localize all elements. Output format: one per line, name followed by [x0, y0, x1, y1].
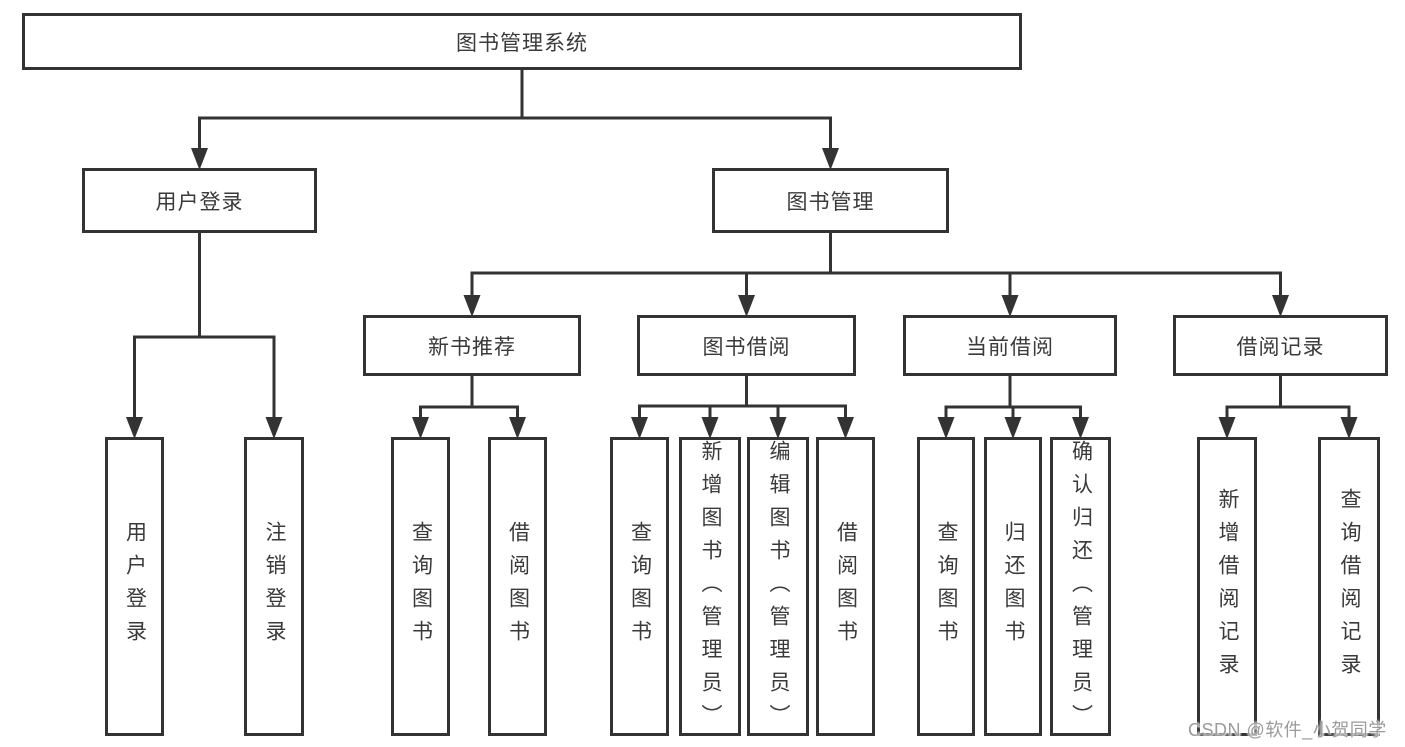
node-label-user-login: 用户登录: [155, 190, 244, 214]
watermark: CSDN @软件_小贺同学: [1188, 720, 1387, 740]
node-label-v-query-book-2: 查询图书: [628, 520, 652, 653]
node-current-borrow: 当前借阅: [903, 315, 1117, 376]
node-v-edit-book: 编辑图书（管理员）: [747, 437, 809, 737]
arrowhead-v-user-login: [126, 417, 143, 439]
node-label-v-query-book-3: 查询图书: [935, 520, 958, 653]
arrowhead-v-logout: [265, 417, 283, 439]
node-label-v-edit-book: 编辑图书（管理员）: [767, 440, 790, 737]
node-v-borrow-book-1: 借阅图书: [488, 437, 547, 736]
node-v-query-record: 查询借阅记录: [1318, 437, 1380, 736]
node-book-borrow: 图书借阅: [637, 315, 856, 376]
arrowhead-v-borrow-book-1: [509, 417, 526, 439]
node-book-mgmt: 图书管理: [712, 168, 949, 233]
arrowhead-new-book-rec: [463, 295, 481, 317]
arrowhead-v-edit-book: [769, 417, 787, 439]
node-v-user-login: 用户登录: [105, 437, 164, 736]
node-label-v-query-record: 查询借阅记录: [1338, 487, 1361, 686]
node-label-book-mgmt: 图书管理: [786, 190, 875, 214]
node-label-v-add-book: 新增图书（管理员）: [699, 440, 722, 737]
node-v-return-book: 归还图书: [984, 437, 1042, 736]
arrowhead-user-login: [191, 148, 208, 170]
node-new-book-rec: 新书推荐: [363, 315, 581, 376]
arrowhead-v-query-book-1: [412, 417, 429, 439]
node-v-query-book-2: 查询图书: [610, 437, 669, 736]
arrowhead-v-query-book-2: [631, 417, 648, 439]
arrowhead-v-query-book-3: [937, 417, 955, 439]
arrowhead-book-mgmt: [822, 148, 839, 170]
node-v-query-book-1: 查询图书: [391, 437, 450, 736]
node-label-v-add-record: 新增借阅记录: [1216, 487, 1239, 686]
node-label-v-confirm-return: 确认归还（管理员）: [1069, 440, 1093, 737]
arrowhead-v-confirm-return: [1072, 417, 1089, 439]
node-label-current-borrow: 当前借阅: [966, 335, 1054, 359]
node-label-new-book-rec: 新书推荐: [428, 335, 516, 359]
arrowhead-v-return-book: [1004, 417, 1022, 439]
node-v-add-book: 新增图书（管理员）: [679, 437, 741, 737]
node-v-logout: 注销登录: [244, 437, 304, 736]
node-label-book-borrow: 图书借阅: [702, 335, 791, 359]
node-label-root: 图书管理系统: [456, 31, 588, 55]
node-label-v-query-book-1: 查询图书: [409, 520, 433, 653]
arrowhead-current-borrow: [1001, 295, 1019, 317]
node-v-confirm-return: 确认归还（管理员）: [1050, 437, 1111, 737]
arrowhead-v-borrow-book-2: [837, 417, 854, 439]
node-label-borrow-record: 借阅记录: [1236, 335, 1325, 359]
node-label-v-user-login: 用户登录: [123, 520, 147, 653]
node-root: 图书管理系统: [22, 13, 1022, 70]
arrowhead-book-borrow: [738, 295, 755, 317]
node-label-v-borrow-book-2: 借阅图书: [834, 520, 858, 653]
node-borrow-record: 借阅记录: [1173, 315, 1388, 376]
node-v-borrow-book-2: 借阅图书: [816, 437, 875, 736]
node-v-query-book-3: 查询图书: [917, 437, 975, 736]
node-v-add-record: 新增借阅记录: [1197, 437, 1257, 736]
arrowhead-v-query-record: [1340, 417, 1358, 439]
node-user-login: 用户登录: [82, 168, 317, 233]
node-label-v-return-book: 归还图书: [1002, 520, 1025, 653]
arrowhead-v-add-book: [701, 417, 719, 439]
node-label-v-borrow-book-1: 借阅图书: [506, 520, 530, 653]
connector-lines: [133, 69, 1351, 421]
arrowhead-borrow-record: [1272, 295, 1289, 317]
arrowhead-v-add-record: [1218, 417, 1236, 439]
node-label-v-logout: 注销登录: [263, 520, 286, 653]
